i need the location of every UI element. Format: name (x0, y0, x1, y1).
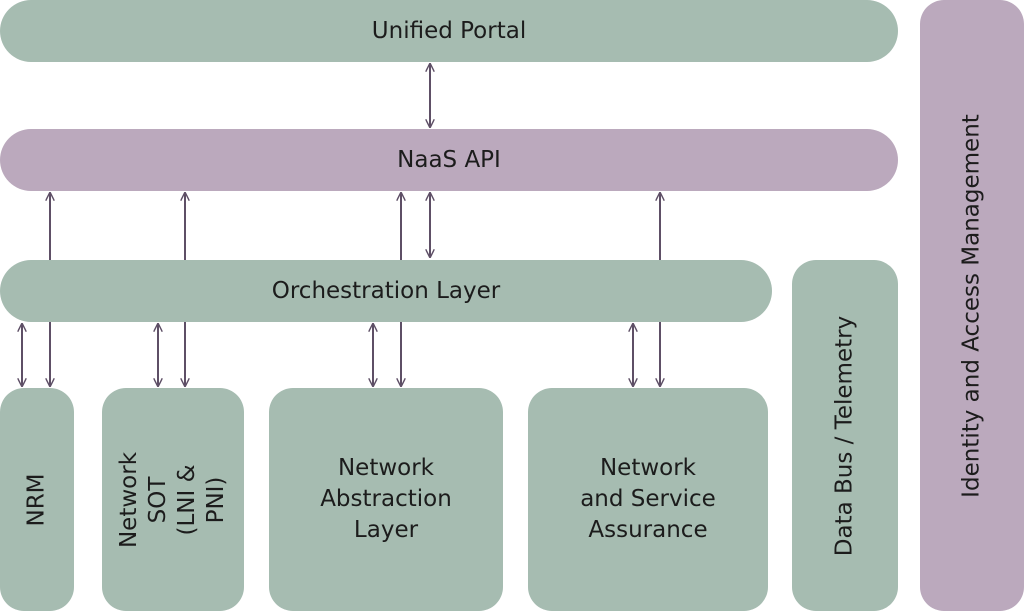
orchestration-layer-label: Orchestration Layer (271, 277, 501, 304)
network-service-assurance-label: Network and Service Assurance (580, 455, 716, 543)
naas-api-label: NaaS API (397, 146, 501, 173)
network-abstraction-layer-label: Network Abstraction Layer (320, 455, 452, 543)
network-service-assurance-box: Network and Service Assurance (528, 388, 768, 611)
data-bus-telemetry-label: Data Bus / Telemetry (831, 315, 858, 556)
orchestration-layer-box: Orchestration Layer (0, 260, 772, 322)
unified-portal-box: Unified Portal (0, 0, 898, 62)
identity-access-management-box: Identity and Access Management (920, 0, 1024, 611)
network-sot-box: Network SOT (LNI & PNI) (102, 388, 244, 611)
identity-access-management-label: Identity and Access Management (958, 113, 985, 498)
data-bus-telemetry-box: Data Bus / Telemetry (792, 260, 898, 611)
unified-portal-label: Unified Portal (371, 17, 527, 44)
nrm-box: NRM (0, 388, 74, 611)
network-sot-label: Network SOT (LNI & PNI) (116, 451, 229, 548)
nrm-label: NRM (23, 472, 50, 527)
naas-api-box: NaaS API (0, 129, 898, 191)
network-abstraction-layer-box: Network Abstraction Layer (269, 388, 503, 611)
